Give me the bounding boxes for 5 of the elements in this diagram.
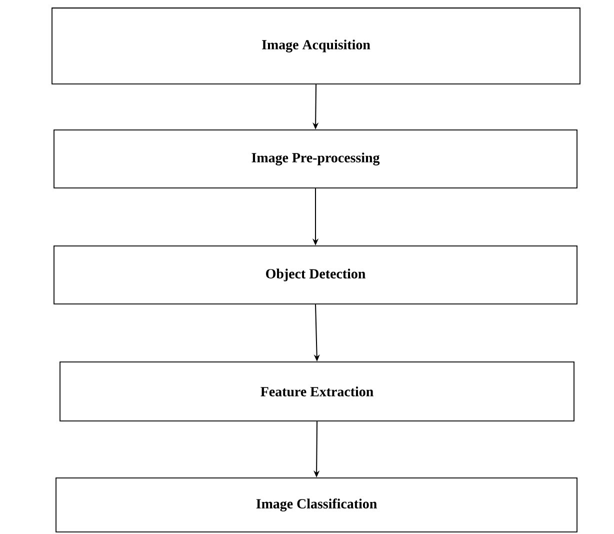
process-box: Feature Extraction: [60, 362, 574, 422]
process-box: Image Acquisition: [52, 8, 580, 84]
process-box: Image Pre-processing: [54, 130, 578, 188]
process-box: Object Detection: [54, 246, 578, 304]
process-box: Image Classification: [56, 478, 578, 532]
